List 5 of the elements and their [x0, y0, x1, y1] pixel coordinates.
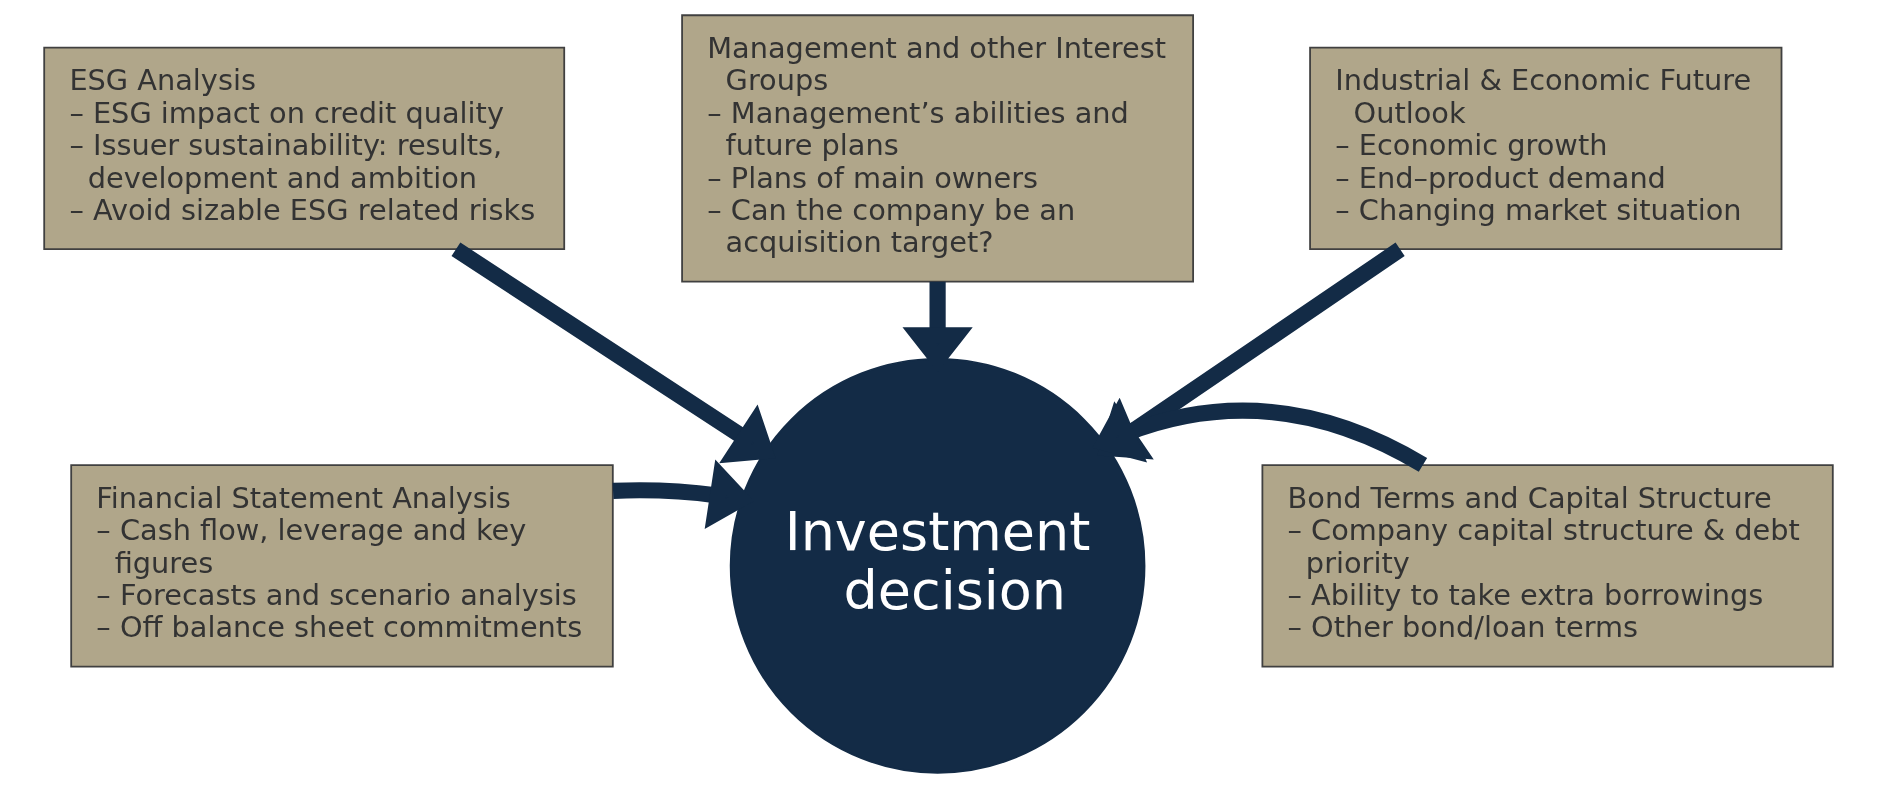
node-box: Financial Statement Analysis – Cash flow, leverage and key figures – Forecasts and scenario analysis – Off balance sheet commitments: [70, 464, 614, 668]
node-box: Industrial & Economic Future Outlook – Economic growth – End–product demand – Changing market situation: [1309, 46, 1783, 251]
node-box: Bond Terms and Capital Structure – Company capital structure & debt priority – Ability to take extra borrowings – Other bond/loan terms: [1261, 464, 1834, 668]
node-box: ESG Analysis – ESG impact on credit quality – Issuer sustainability: results, development and ambition – Avoid sizable ESG related risks: [43, 46, 566, 251]
node-box: Management and other Interest Groups – Management’s abilities and future plans – Plans of main owners – Can the company be an acquisition target?: [681, 14, 1194, 283]
